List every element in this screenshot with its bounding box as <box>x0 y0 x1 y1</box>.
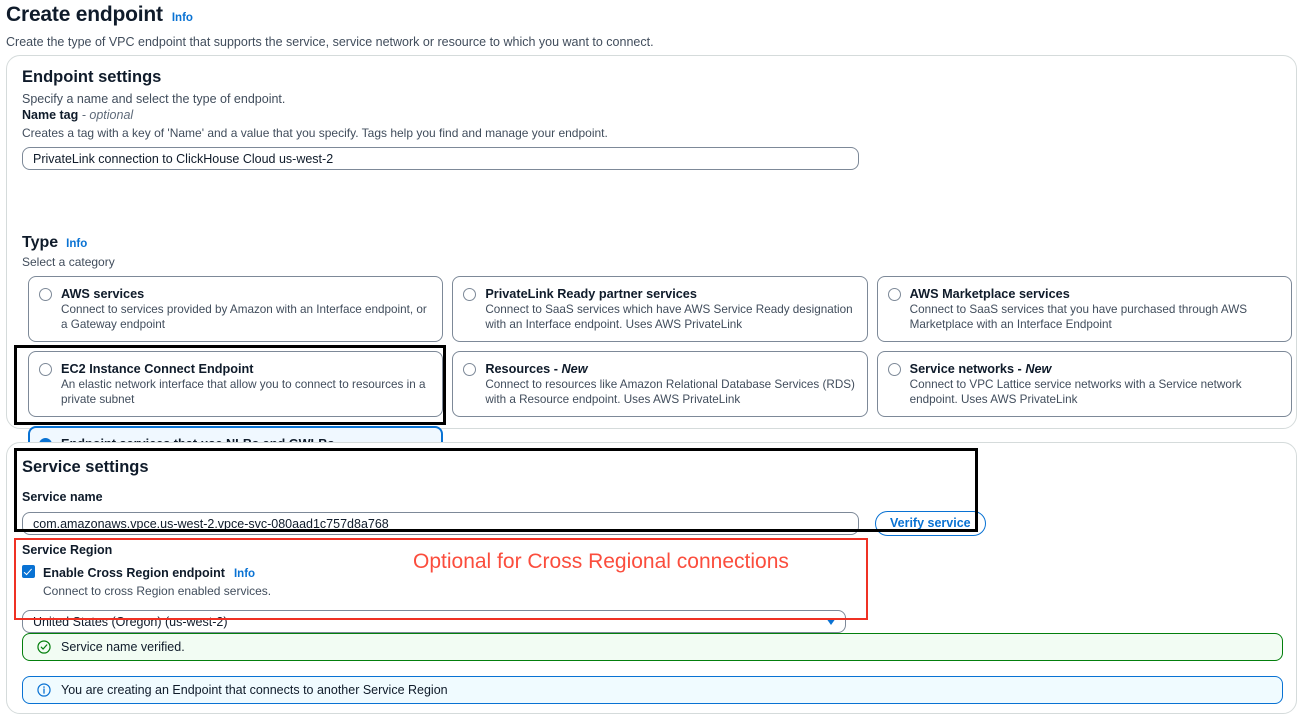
endpoint-type-options: AWS services Connect to services provide… <box>28 276 1292 507</box>
enable-cross-region-checkbox-row[interactable]: Enable Cross Region endpoint Info Connec… <box>22 565 870 599</box>
type-option-description: Connect to VPC Lattice service networks … <box>909 378 1242 406</box>
type-option-title: Resources - New <box>485 362 588 376</box>
cross-region-info-link[interactable]: Info <box>233 568 256 580</box>
type-option-description: Connect to SaaS services that you have p… <box>909 303 1248 331</box>
type-option-title: PrivateLink Ready partner services <box>485 287 697 301</box>
endpoint-settings-description: Specify a name and select the type of en… <box>22 92 286 106</box>
radio-icon[interactable] <box>39 363 52 376</box>
type-option-description: Connect to resources like Amazon Relatio… <box>485 378 855 406</box>
enable-cross-region-label: Enable Cross Region endpoint <box>43 566 225 580</box>
type-option-description: Connect to SaaS services which have AWS … <box>485 303 853 331</box>
type-option-title: Service networks - New <box>909 362 1052 376</box>
page-header: Create endpoint Info Create the type of … <box>6 2 1296 50</box>
type-option-title: AWS Marketplace services <box>909 287 1070 301</box>
page-subtitle: Create the type of VPC endpoint that sup… <box>6 35 654 49</box>
info-circle-icon <box>37 683 51 697</box>
type-option-ec2-instance-connect-endpoint[interactable]: EC2 Instance Connect Endpoint An elastic… <box>28 351 444 417</box>
cross-region-info-alert: You are creating an Endpoint that connec… <box>22 676 1283 704</box>
type-option-aws-marketplace-services[interactable]: AWS Marketplace services Connect to SaaS… <box>876 276 1292 342</box>
name-tag-optional-suffix: - optional <box>81 108 134 122</box>
service-settings-title: Service settings <box>22 458 149 476</box>
name-tag-description: Creates a tag with a key of 'Name' and a… <box>22 126 608 140</box>
service-name-label: Service name <box>22 490 103 504</box>
page-title: Create endpoint <box>6 3 163 26</box>
service-name-verified-alert: Service name verified. <box>22 633 1283 661</box>
name-tag-label-text: Name tag <box>22 108 79 122</box>
alert-text: You are creating an Endpoint that connec… <box>61 683 448 697</box>
name-tag-label: Name tag - optional <box>22 107 1277 123</box>
type-option-privatelink-ready-partner-services[interactable]: PrivateLink Ready partner services Conne… <box>452 276 868 342</box>
chevron-down-icon[interactable] <box>826 618 836 625</box>
type-info-link[interactable]: Info <box>66 238 88 250</box>
endpoint-settings-panel: Endpoint settings Specify a name and sel… <box>6 55 1297 507</box>
service-settings-panel: Service settings Service name Verify ser… <box>6 442 1297 714</box>
type-option-description: Connect to services provided by Amazon w… <box>61 303 427 331</box>
verify-service-button[interactable]: Verify service <box>875 511 986 536</box>
type-option-resources[interactable]: Resources - New Connect to resources lik… <box>452 351 868 417</box>
enable-cross-region-checkbox[interactable] <box>22 565 35 578</box>
service-name-input[interactable] <box>22 512 859 535</box>
service-region-selected-value: United States (Oregon) (us-west-2) <box>33 614 228 629</box>
radio-icon[interactable] <box>463 288 477 301</box>
type-option-title: EC2 Instance Connect Endpoint <box>61 362 254 376</box>
type-description: Select a category <box>22 255 115 269</box>
endpoint-settings-title: Endpoint settings <box>22 68 162 86</box>
name-tag-input[interactable] <box>22 147 859 170</box>
type-option-description: An elastic network interface that allow … <box>61 378 426 406</box>
radio-icon[interactable] <box>887 288 901 301</box>
check-circle-icon <box>37 640 51 654</box>
type-option-aws-services[interactable]: AWS services Connect to services provide… <box>28 276 444 342</box>
service-region-label: Service Region <box>22 543 113 557</box>
radio-icon[interactable] <box>39 288 52 301</box>
type-option-title: AWS services <box>61 287 145 301</box>
radio-icon[interactable] <box>887 363 901 376</box>
enable-cross-region-description: Connect to cross Region enabled services… <box>43 584 272 598</box>
service-region-select[interactable]: United States (Oregon) (us-west-2) <box>22 610 846 633</box>
page-info-link[interactable]: Info <box>171 12 193 24</box>
radio-icon[interactable] <box>463 363 477 376</box>
type-heading: Type <box>22 234 59 251</box>
type-option-service-networks[interactable]: Service networks - New Connect to VPC La… <box>876 351 1292 417</box>
alert-text: Service name verified. <box>61 640 185 654</box>
